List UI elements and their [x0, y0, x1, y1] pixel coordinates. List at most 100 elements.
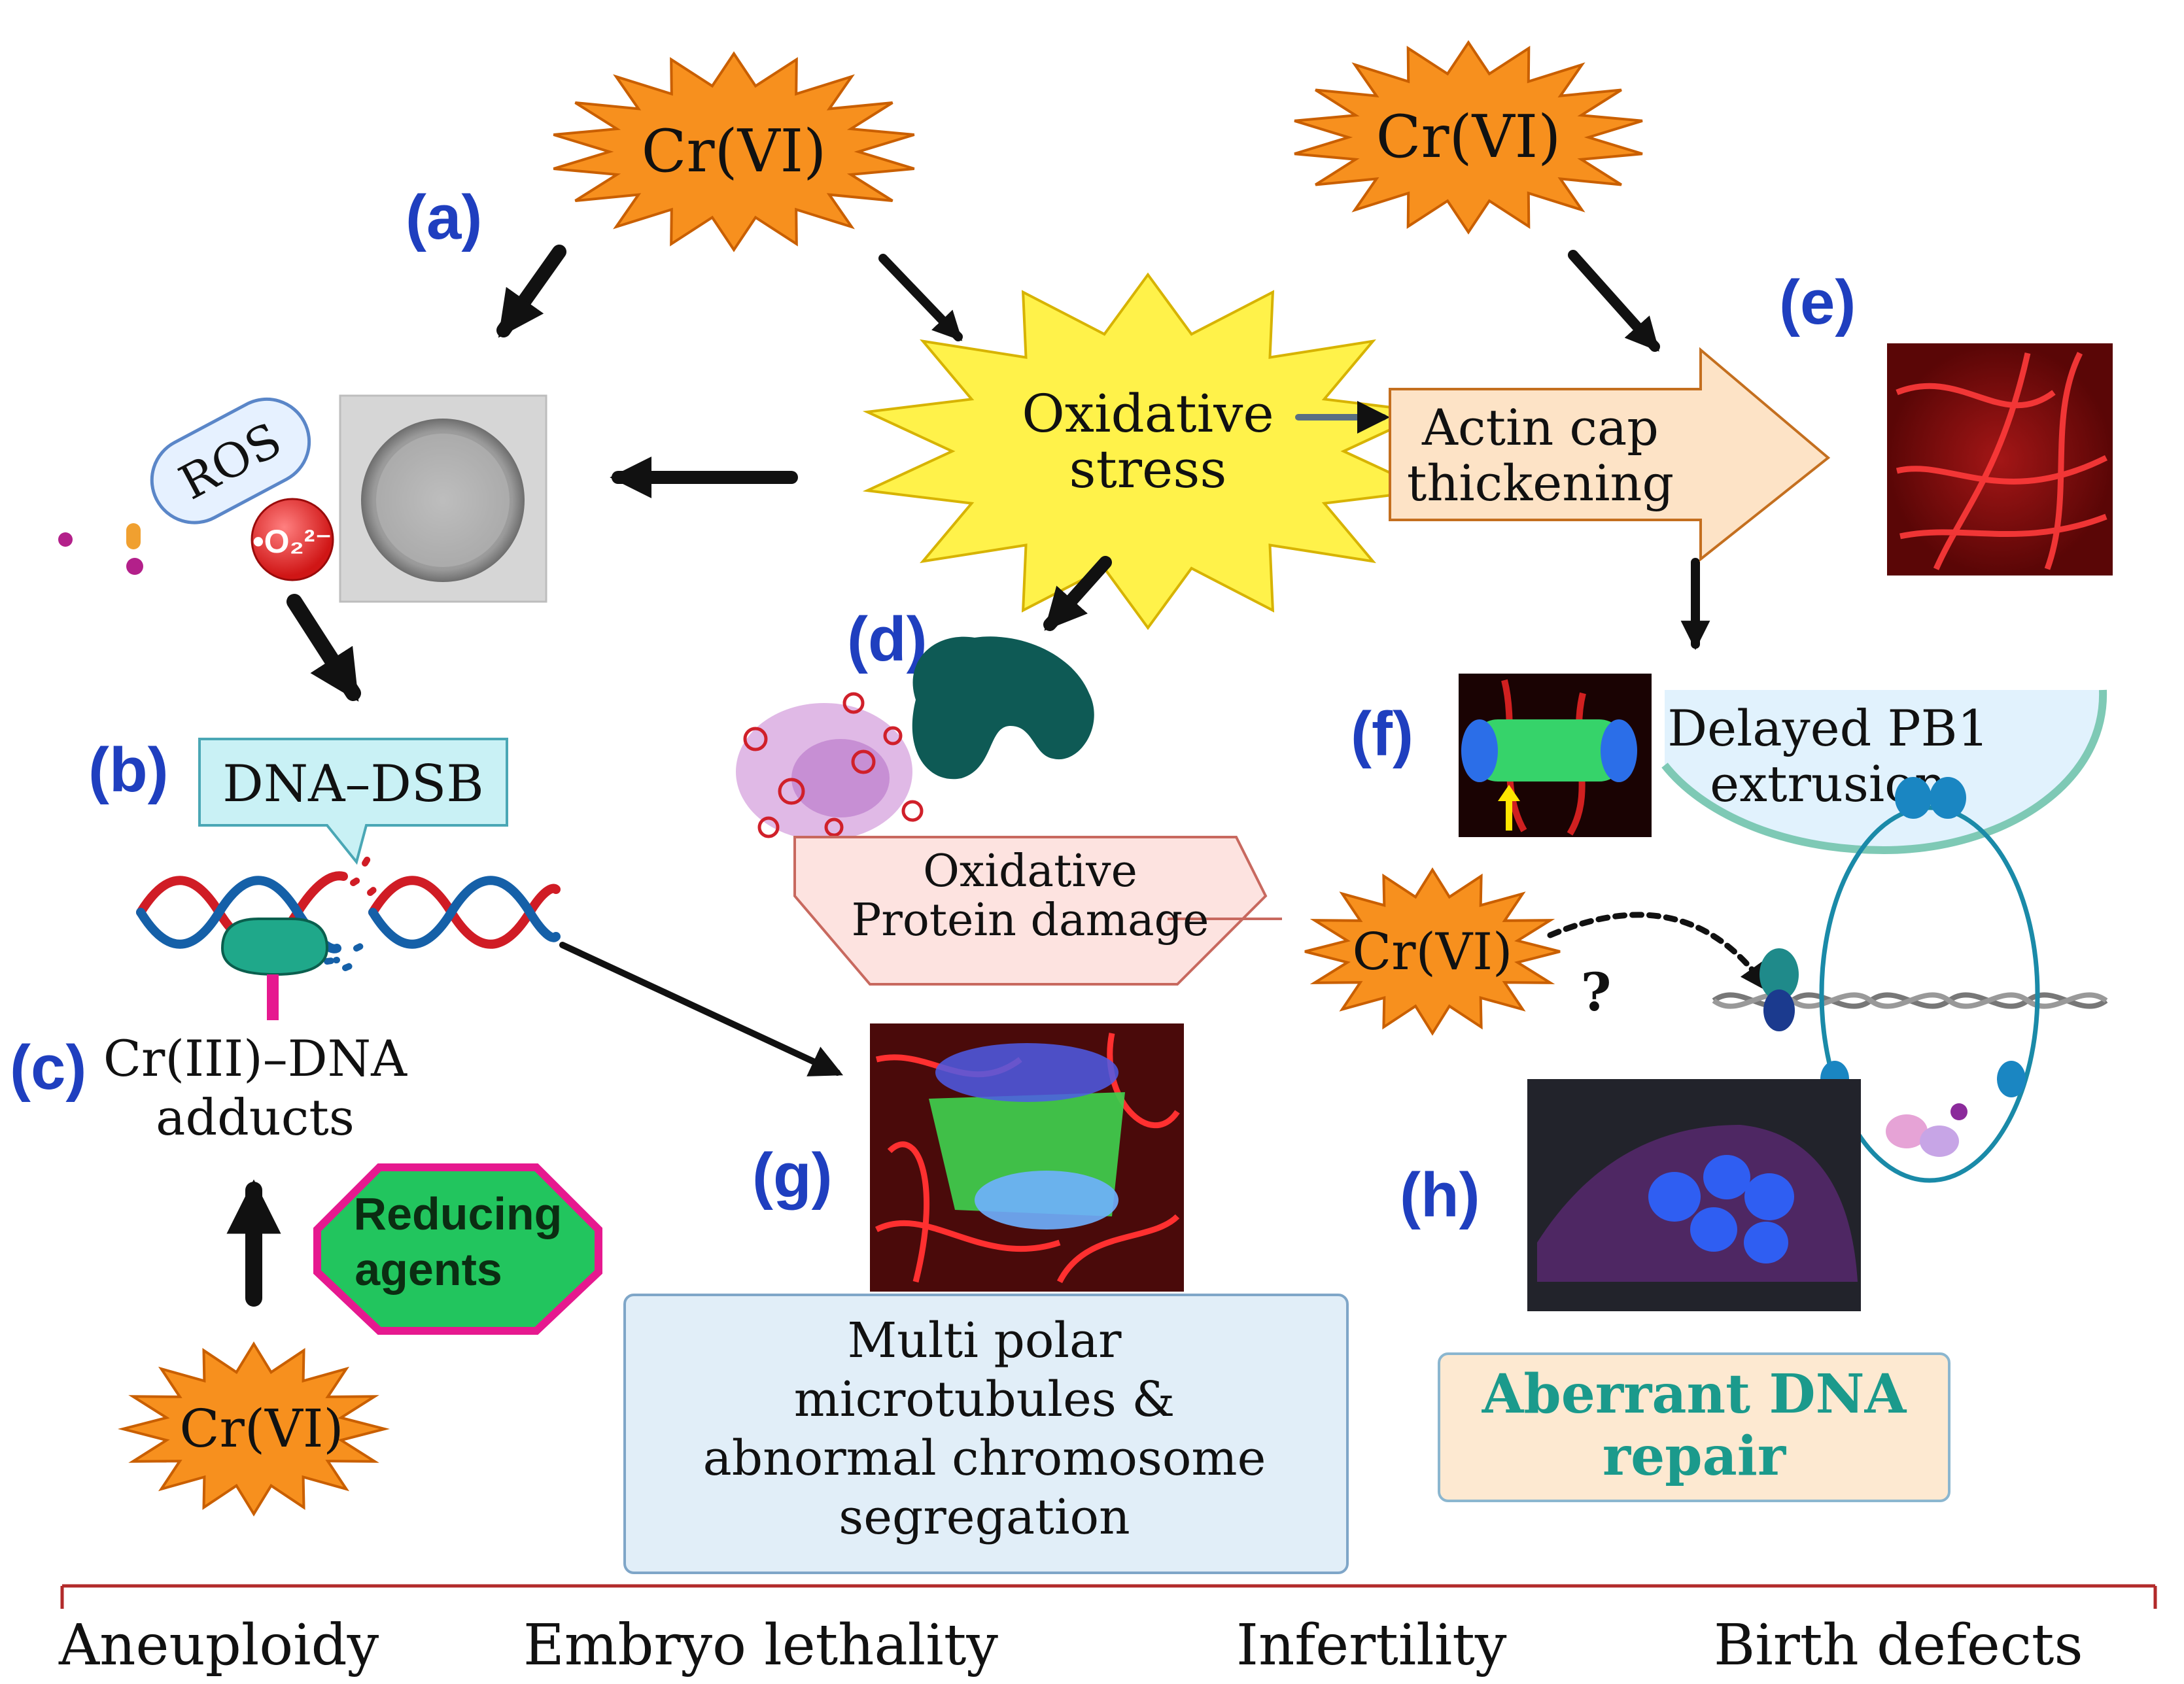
dna-strand-blue-right — [368, 876, 561, 949]
actin-arrow-shape — [1389, 347, 1831, 562]
reducing-octagon — [313, 1163, 602, 1335]
adducts-line2: adducts — [156, 1088, 355, 1146]
label-d: (d) — [847, 604, 927, 674]
actin-line1: Actin cap — [1421, 398, 1659, 456]
cr-vi-burst-bottom-left: Cr(VI) — [118, 1341, 390, 1517]
repair-micrograph — [1527, 1079, 1861, 1311]
superoxide-text: •O₂²⁻ — [252, 523, 332, 560]
microtubules-line4: segregation — [839, 1489, 1130, 1545]
microtubules-line1: Multi polar — [847, 1313, 1122, 1369]
aberrant-panel — [1438, 1352, 1950, 1502]
label-a: (a) — [406, 182, 482, 252]
stress-burst-shape — [862, 272, 1434, 630]
arrow-cr-to-ros — [496, 245, 566, 338]
aberrant-line1: Aberrant DNA — [1482, 1363, 1907, 1426]
dna-break-fragments-red — [350, 855, 377, 896]
molecule-dot — [126, 558, 143, 575]
damaged-protein — [912, 636, 1094, 780]
protein-damage-line1: Oxidative — [923, 846, 1137, 897]
pb1-bowl: Delayed PB1 extrusion — [1661, 689, 2107, 855]
burst-label: Cr(VI) — [642, 117, 827, 186]
repair-complex-dot — [1950, 1103, 1967, 1120]
repair-protein-left-2 — [1763, 989, 1795, 1031]
pb1-micrograph — [1459, 674, 1652, 837]
pb1-pointer-head — [1498, 785, 1520, 801]
protein-damage-cluster — [736, 636, 1094, 840]
cr-dna-adduct-icon — [220, 918, 329, 1020]
arrow-stress-to-protein — [1043, 556, 1112, 631]
molecule-capsule — [126, 523, 141, 549]
dsb-callout-box — [198, 738, 508, 865]
burst-shape — [1294, 40, 1643, 235]
arrow-cr-to-stress — [878, 254, 963, 341]
arrow-cr-to-repair-dotted — [1547, 912, 1770, 993]
oocyte-nucleus — [376, 434, 510, 567]
cr-vi-burst-top-center: Cr(VI) — [553, 51, 915, 252]
arrow-cr-to-actin — [1568, 250, 1660, 352]
pb1-line1: Delayed PB1 — [1667, 699, 1989, 757]
unknown-mechanism-mark: ? — [1581, 961, 1612, 1023]
ros-pill — [150, 397, 311, 524]
adduct-stem — [267, 974, 279, 1020]
repair-complex-lilac — [1920, 1126, 1959, 1157]
label-c: (c) — [10, 1033, 86, 1103]
ros-bubble: ROS •O₂²⁻ — [58, 397, 334, 581]
repair-protein-top-left — [1895, 777, 1932, 819]
arrow-ros-to-dsb — [286, 594, 361, 702]
oxidative-stress-line2: stress — [1069, 439, 1227, 500]
molecule-dot — [58, 532, 73, 547]
burst-shape — [118, 1341, 390, 1517]
oocyte-panel — [339, 394, 547, 603]
outcomes-bar: Aneuploidy Embryo lethality Infertility … — [58, 1584, 2157, 1678]
dna-dsb-callout: DNA–DSB — [198, 738, 508, 865]
label-b: (b) — [88, 735, 169, 805]
pb1-chromosomes-left — [1461, 719, 1498, 782]
microtubules-line2: microtubules & — [794, 1371, 1175, 1428]
label-g: (g) — [752, 1141, 833, 1211]
dna-break-fragments-blue — [324, 942, 366, 971]
reducing-line1: Reducing — [354, 1188, 563, 1239]
oxidative-stress-line1: Oxidative — [1022, 383, 1274, 444]
aberrant-line2: repair — [1603, 1425, 1787, 1488]
aberrant-repair-box: Aberrant DNA repair — [1438, 1352, 1950, 1502]
protein-damage-shape — [793, 836, 1268, 986]
oxidative-stress-burst: Oxidative stress — [862, 272, 1434, 630]
actin-filaments — [1896, 351, 2108, 570]
ros-sparks — [743, 692, 924, 838]
reducing-agents: Reducing agents — [313, 1163, 602, 1335]
superoxide-icon — [251, 498, 334, 581]
pb1-chromosomes-right — [1601, 719, 1637, 782]
label-e: (e) — [1779, 267, 1856, 337]
label-f: (f) — [1351, 699, 1413, 769]
actin-cap-box: Actin cap thickening — [1389, 347, 1831, 562]
actin-line2: thickening — [1407, 454, 1674, 512]
microtubules-panel — [623, 1294, 1349, 1574]
repair-protein-left — [1759, 948, 1799, 1001]
spindle-chromosomes-bottom — [975, 1171, 1118, 1229]
outcome-embryo-lethality: Embryo lethality — [523, 1613, 998, 1678]
adducts-line1: Cr(III)–DNA — [103, 1029, 407, 1088]
burst-shape — [1304, 867, 1561, 1036]
dna-repair-illustration — [1712, 777, 2108, 1183]
protein-damage-box: Oxidative Protein damage — [793, 836, 1282, 986]
microtubules-line3: abnormal chromosome — [703, 1430, 1266, 1486]
pb1-spindle — [1472, 719, 1625, 782]
dsb-text: DNA–DSB — [222, 755, 483, 814]
repair-nuclei — [1648, 1155, 1794, 1263]
burst-shape — [553, 51, 915, 252]
cr-vi-burst-top-right: Cr(VI) — [1294, 40, 1643, 235]
repair-complex-pink — [1886, 1114, 1928, 1148]
cr-dna-adducts-label: Cr(III)–DNA adducts — [103, 1029, 407, 1146]
burst-label: Cr(VI) — [1376, 103, 1561, 171]
burst-label: Cr(VI) — [179, 1398, 343, 1459]
microtubules-box: Multi polar microtubules & abnormal chro… — [623, 1294, 1349, 1574]
adduct-protein — [220, 918, 329, 976]
pb1-bowl-rim — [1661, 689, 2107, 855]
spindle-micrograph — [870, 1023, 1184, 1292]
spindle-chromosomes-top — [935, 1043, 1118, 1102]
reducing-line2: agents — [355, 1244, 502, 1295]
protein-damage-line2: Protein damage — [852, 895, 1209, 946]
label-h: (h) — [1400, 1160, 1480, 1230]
actin-image — [1887, 343, 2113, 576]
